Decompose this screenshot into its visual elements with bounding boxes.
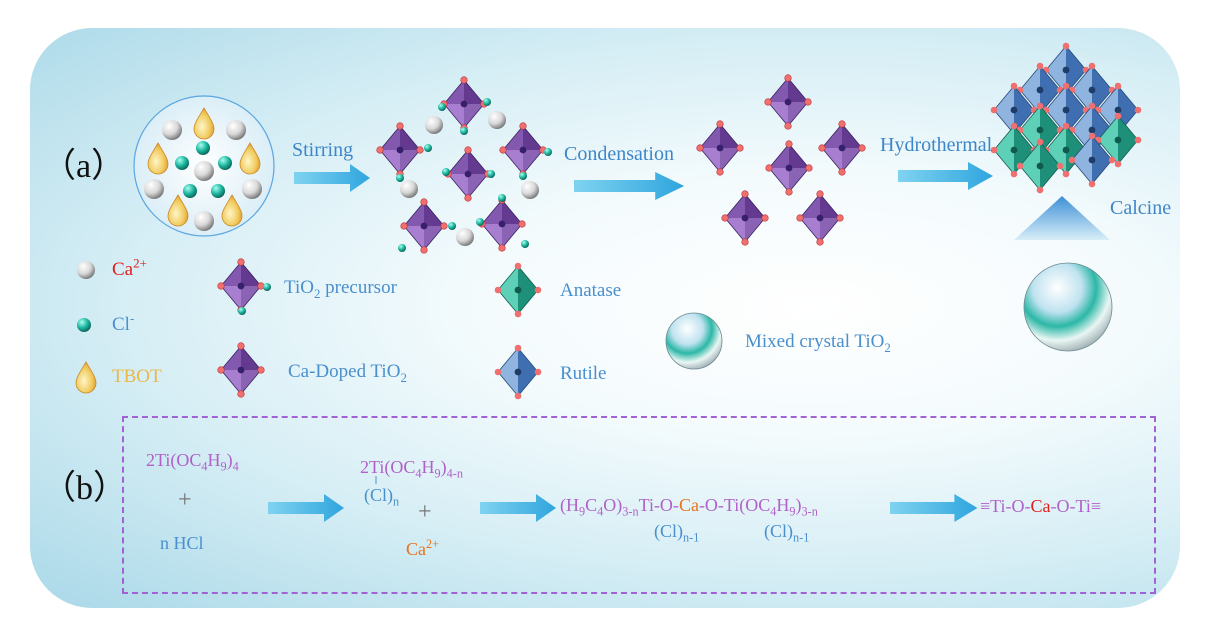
legend-precursor-label: TiO2 precursor: [284, 277, 397, 301]
legend-mixed-sphere-icon: [665, 312, 723, 370]
plus-sign-1: +: [178, 487, 192, 513]
legend-cl-icon: [77, 318, 91, 332]
calcine-triangle: [1014, 196, 1110, 240]
final-product: ≡Ti-O-Ca-O-Ti≡: [980, 496, 1102, 516]
reaction-box: [122, 416, 1156, 594]
step-label-hydrothermal: Hydrothermal: [880, 134, 993, 156]
intermediate-ti: 2Ti(OC4H9)4-n: [360, 457, 463, 481]
step-label-calcine: Calcine: [1110, 197, 1172, 219]
legend-anatase-icon: [494, 262, 542, 318]
tbot-drops-group: [147, 107, 261, 227]
legend-tbot-icon: [75, 361, 97, 394]
plus-sign-2: +: [418, 499, 432, 525]
arrow-hydrothermal: [898, 162, 993, 190]
reactant-ca: Ca2+: [406, 537, 440, 559]
legend-doped-icon: [217, 342, 265, 398]
calcium-ions-group: [144, 120, 262, 231]
panel-label-b: （b）: [42, 470, 127, 507]
product-cl-right: (Cl)n-1: [764, 521, 810, 545]
crystal-lattice: [990, 42, 1142, 194]
intermediate-cl: (Cl)n: [364, 485, 400, 509]
step-label-stirring: Stirring: [292, 139, 354, 161]
mixed-crystal-sphere-large: [1023, 262, 1113, 352]
product-cl-left: (Cl)n-1: [654, 521, 700, 545]
chloride-ions-group: [175, 141, 232, 198]
precursor-cluster: [376, 76, 552, 254]
legend-tbot-label: TBOT: [112, 366, 162, 387]
legend-ca-label: Ca2+: [112, 255, 147, 280]
legend-precursor-icon: [217, 258, 271, 315]
reactant-hcl: n HCl: [160, 533, 204, 553]
legend-doped-label: Ca-Doped TiO2: [288, 361, 407, 385]
legend-mixed-label: Mixed crystal TiO2: [745, 331, 891, 355]
arrow-stirring: [294, 164, 370, 192]
product-chain: (H9C4O)3-nTi-O-Ca-O-Ti(OC4H9)3-n: [560, 495, 818, 519]
precursor-solution-circle: [133, 95, 275, 237]
reactant-tbot: 2Ti(OC4H9)4: [146, 450, 239, 474]
doped-cluster: [696, 74, 866, 246]
step-label-condensation: Condensation: [564, 143, 674, 165]
legend-anatase-label: Anatase: [560, 280, 622, 301]
legend-rutile-label: Rutile: [560, 363, 607, 384]
arrow-condensation: [574, 172, 685, 200]
legend-cl-label: Cl-: [112, 310, 135, 335]
legend-rutile-icon: [494, 344, 542, 400]
legend-ca-icon: [77, 261, 95, 279]
panel-label-a: （a）: [42, 148, 126, 185]
